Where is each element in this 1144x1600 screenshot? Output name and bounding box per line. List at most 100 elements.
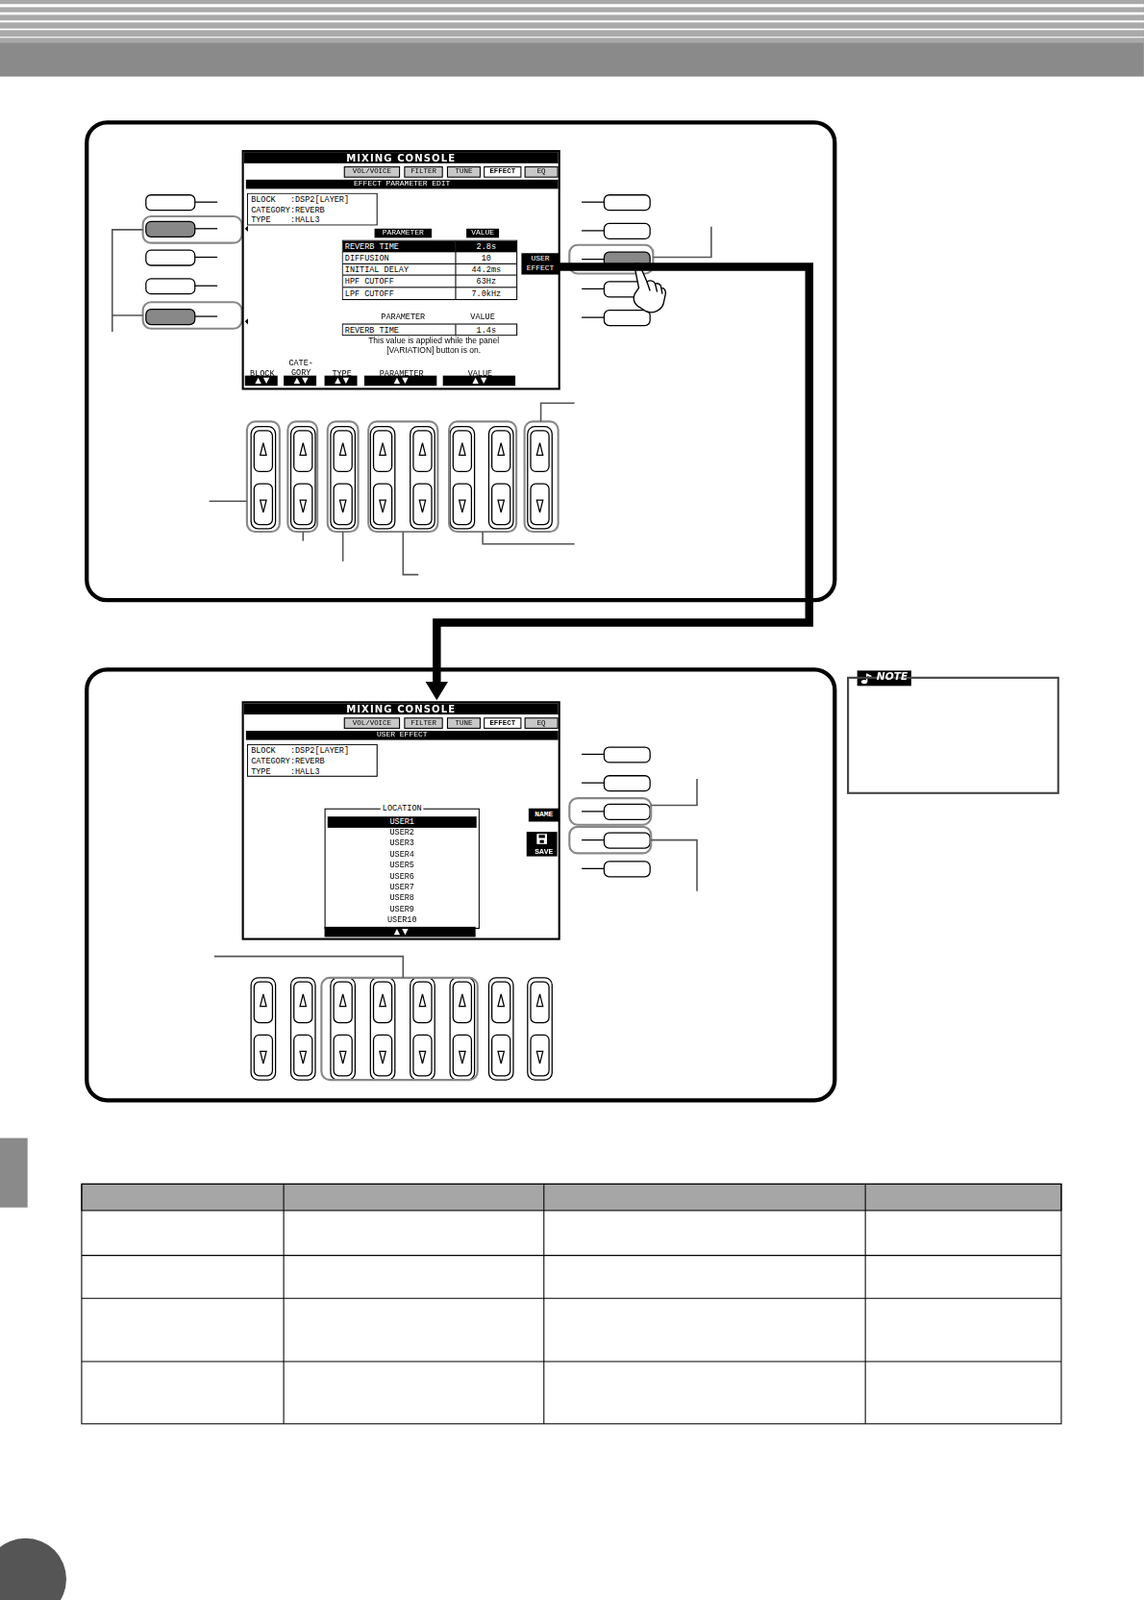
panel-buttons xyxy=(581,201,604,203)
panel-buttons xyxy=(449,426,474,529)
panel-buttons xyxy=(370,426,395,529)
empty-table xyxy=(543,1183,545,1423)
sv-box: SAVE xyxy=(528,833,560,858)
panel-buttons xyxy=(581,316,604,318)
panel-buttons xyxy=(419,499,425,513)
panel-buttons xyxy=(379,1050,386,1064)
screen-text: INITIAL DELAY xyxy=(343,264,456,276)
panel-buttons xyxy=(291,426,316,529)
pointing-hand xyxy=(646,281,663,295)
tab-box: TUNE xyxy=(447,717,481,729)
panel-buttons xyxy=(459,443,466,456)
panel-buttons xyxy=(536,994,543,1007)
panel-buttons xyxy=(195,201,218,203)
leader-line xyxy=(112,226,712,978)
panel-buttons xyxy=(581,803,650,820)
tab-box: TUNE xyxy=(447,166,481,178)
panel-buttons xyxy=(459,994,466,1007)
panel-buttons xyxy=(449,426,474,529)
panel-buttons xyxy=(294,1034,313,1075)
panel-buttons xyxy=(581,782,604,784)
screen-text: 1.4s xyxy=(454,324,517,337)
highlight-ring xyxy=(247,421,280,532)
leader-line xyxy=(209,499,248,502)
panel-buttons xyxy=(603,195,650,211)
empty-table xyxy=(81,1297,1062,1299)
leader-line xyxy=(652,226,712,258)
panel-buttons xyxy=(373,430,393,472)
screen-text: TYPE :HALL3 xyxy=(250,766,374,777)
ue-box: USER EFFECT xyxy=(521,252,559,274)
page-number-disc xyxy=(0,1538,67,1600)
empty-table xyxy=(81,1361,1062,1363)
loc-box: LOCATIONUSER1USER2USER3USER4USER5USER6US… xyxy=(324,808,480,929)
screen-text: EFFECT xyxy=(489,167,516,175)
panel-buttons xyxy=(195,285,218,287)
screen-text: FILTER xyxy=(410,718,437,726)
arrow-triangles xyxy=(480,377,487,384)
panel-buttons xyxy=(581,810,604,812)
screen-text: USER8 xyxy=(327,893,477,904)
panel-buttons xyxy=(410,977,435,1080)
panel-buttons xyxy=(373,981,393,1022)
screen-text: EQ xyxy=(537,718,547,726)
highlight-ring xyxy=(287,421,318,532)
screen-text: FILTER xyxy=(410,167,437,175)
panel-buttons xyxy=(294,430,313,472)
screen-label: PARAMETER xyxy=(374,312,432,323)
panel-buttons xyxy=(291,426,316,529)
side-tab xyxy=(0,1138,28,1208)
arrow-triangles xyxy=(263,377,270,384)
screen-text: NAME xyxy=(534,810,553,819)
screen-text: MIXING CONSOLE xyxy=(244,702,559,715)
panel-buttons xyxy=(413,1034,432,1075)
screen-text: CATEGORY:REVERB xyxy=(250,204,374,216)
save-icon xyxy=(536,833,548,845)
screen-text: EQ xyxy=(537,167,547,175)
screen-text: DIFFUSION xyxy=(343,252,456,265)
panel-buttons xyxy=(299,443,306,456)
panel-buttons xyxy=(260,499,267,513)
panel-buttons xyxy=(146,221,218,237)
screen-label: BLOCK xyxy=(245,368,280,378)
panel-buttons xyxy=(449,977,474,1080)
panel-buttons xyxy=(536,499,543,513)
screen-label: This value is applied while the panel [V… xyxy=(346,335,523,356)
panel-buttons xyxy=(536,443,543,456)
flow-arrow xyxy=(425,681,448,700)
panel-buttons xyxy=(410,426,435,529)
leader-line xyxy=(112,229,144,332)
panel-buttons xyxy=(299,1050,306,1064)
panel-buttons xyxy=(370,977,395,1080)
tab-box: FILTER xyxy=(403,166,443,178)
screen-text: USER1 xyxy=(327,816,477,827)
panel-buttons xyxy=(250,977,275,1080)
panel-buttons xyxy=(452,483,472,524)
scr-box: MIXING CONSOLEVOL/VOICEFILTERTUNEEFFECTE… xyxy=(242,700,561,940)
highlight-ring xyxy=(524,421,559,532)
tab-box: EQ xyxy=(524,166,559,178)
screen-text: USER10 xyxy=(327,914,477,925)
panel-buttons xyxy=(379,499,386,513)
panel-frame xyxy=(86,122,835,600)
screen-label: PARAMETER xyxy=(364,368,439,378)
panel-buttons xyxy=(581,868,604,870)
tab-box: VOL/VOICE xyxy=(344,717,400,729)
panel-buttons xyxy=(492,430,511,472)
screen-text: BLOCK :DSP2[LAYER] xyxy=(250,195,374,206)
header-band xyxy=(0,0,1144,77)
panel-buttons xyxy=(419,994,425,1007)
panel-buttons xyxy=(146,309,218,325)
panel-buttons xyxy=(260,443,267,456)
tab-box: FILTER xyxy=(403,717,443,729)
empty-table xyxy=(81,1183,1062,1211)
panel-buttons xyxy=(530,483,549,524)
flow-arrow xyxy=(436,267,809,682)
panel-buttons xyxy=(581,746,650,763)
panel-buttons xyxy=(581,195,650,211)
panel-buttons xyxy=(527,426,552,529)
panel-buttons xyxy=(497,1050,504,1064)
panel-frame xyxy=(86,122,835,1100)
screen-text: HPF CUTOFF xyxy=(343,275,456,288)
panel-buttons xyxy=(333,483,352,524)
